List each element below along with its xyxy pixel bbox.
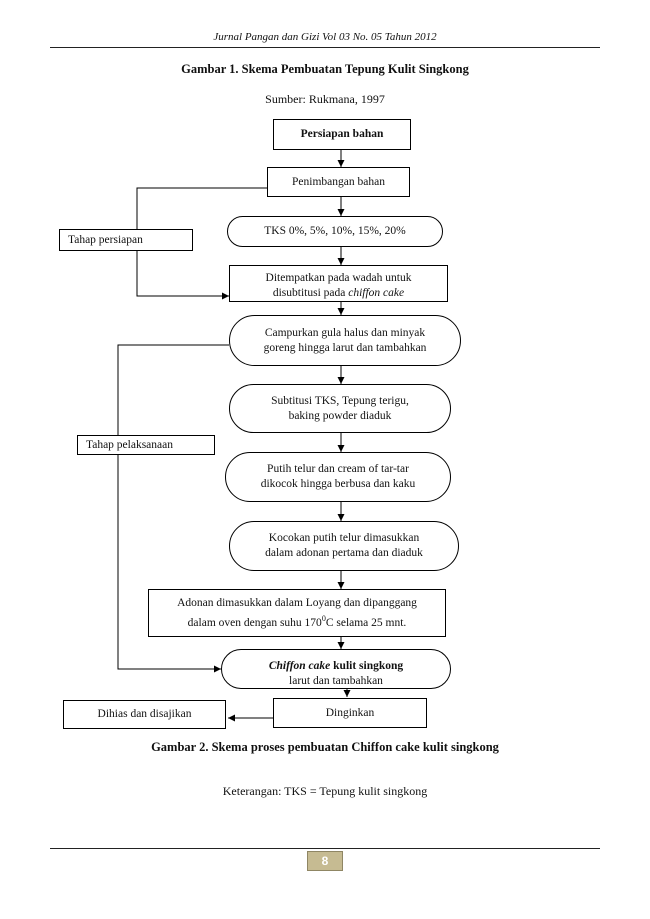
step-ditempatkan-wadah: Ditempatkan pada wadah untuk disubtitusi…: [229, 265, 448, 302]
header-rule: [50, 47, 600, 48]
step-tks-percentages: TKS 0%, 5%, 10%, 15%, 20%: [227, 216, 443, 247]
footer-rule: [50, 848, 600, 849]
bracket-exec: [117, 344, 229, 673]
page-number: 8: [307, 851, 343, 871]
step-dinginkan: Dinginkan: [273, 698, 427, 728]
step-penimbangan-bahan: Penimbangan bahan: [267, 167, 410, 197]
figure1-source: Sumber: Rukmana, 1997: [265, 92, 385, 106]
step-chiffon-cake-result: Chiffon cake kulit singkong larut dan ta…: [221, 649, 451, 689]
label-tahap-persiapan: Tahap persiapan: [59, 229, 193, 251]
journal-header: Jurnal Pangan dan Gizi Vol 03 No. 05 Tah…: [213, 31, 437, 43]
step-campurkan-gula: Campurkan gula halus dan minyak goreng h…: [229, 315, 461, 366]
figure1-caption: Gambar 1. Skema Pembuatan Tepung Kulit S…: [181, 62, 469, 76]
figure2-caption: Gambar 2. Skema proses pembuatan Chiffon…: [151, 740, 499, 754]
step-kocokan-putih-telur: Kocokan putih telur dimasukkan dalam ado…: [229, 521, 459, 571]
step-dihias-disajikan: Dihias dan disajikan: [63, 700, 226, 729]
label-tahap-pelaksanaan: Tahap pelaksanaan: [77, 435, 215, 455]
step-adonan-dipanggang: Adonan dimasukkan dalam Loyang dan dipan…: [148, 589, 446, 637]
step-subtitusi-tks: Subtitusi TKS, Tepung terigu, baking pow…: [229, 384, 451, 433]
keterangan-note: Keterangan: TKS = Tepung kulit singkong: [222, 784, 428, 798]
step-putih-telur-dikocok: Putih telur dan cream of tar-tar dikocok…: [225, 452, 451, 502]
step-persiapan-bahan: Persiapan bahan: [273, 119, 411, 150]
